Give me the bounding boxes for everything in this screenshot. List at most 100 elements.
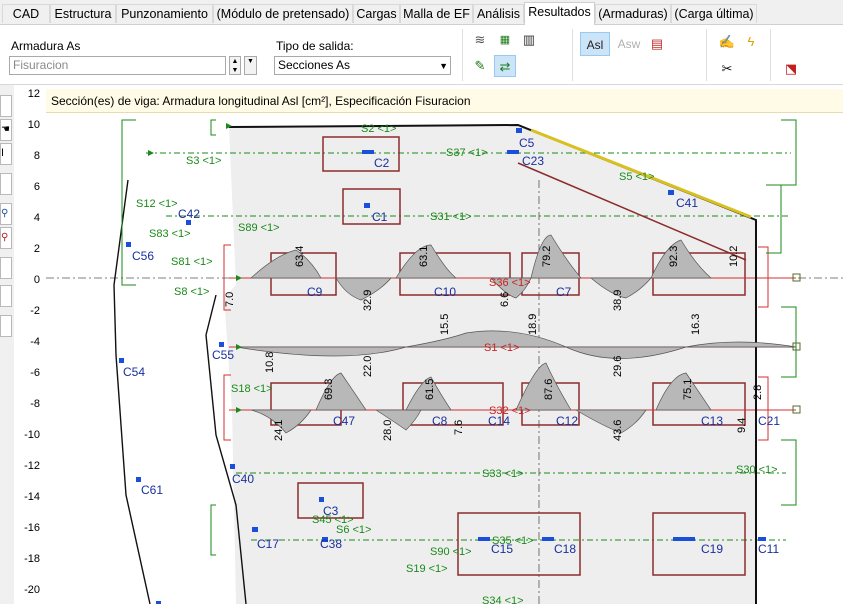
- svg-text:S35 <1>: S35 <1>: [492, 535, 534, 547]
- y-tick-label: -14: [24, 491, 40, 503]
- zoom-icon[interactable]: ⚲: [0, 203, 12, 225]
- ribbon: Armadura As Fisuracion ▲▼ ▼ Tipo de sali…: [0, 25, 843, 85]
- svg-text:29.6: 29.6: [612, 356, 624, 377]
- svg-text:C42: C42: [178, 207, 200, 221]
- svg-text:C8: C8: [432, 414, 448, 428]
- svg-text:16.3: 16.3: [690, 314, 702, 335]
- svg-text:C2: C2: [374, 156, 390, 170]
- svg-text:C7: C7: [556, 285, 572, 299]
- svg-text:2.8: 2.8: [752, 385, 764, 400]
- svg-text:S34 <1>: S34 <1>: [482, 595, 524, 604]
- svg-text:61.5: 61.5: [424, 379, 436, 400]
- svg-text:C38: C38: [320, 537, 342, 551]
- reinforcement-bars-icon[interactable]: ▤: [650, 36, 664, 51]
- dropdown-arrow-button[interactable]: ▼: [244, 56, 257, 75]
- tab-análisis[interactable]: Análisis: [473, 4, 524, 23]
- edit-document-icon[interactable]: ✍: [718, 34, 736, 49]
- chevron-down-icon: ▼: [439, 61, 448, 71]
- armadura-input[interactable]: Fisuracion: [9, 56, 226, 75]
- svg-text:6.6: 6.6: [499, 292, 511, 307]
- svg-text:15.5: 15.5: [439, 314, 451, 335]
- y-tick-label: -18: [24, 553, 40, 565]
- svg-text:C11: C11: [758, 542, 779, 556]
- tool-button[interactable]: [0, 285, 12, 307]
- svg-text:S33 <1>: S33 <1>: [482, 468, 524, 480]
- svg-text:S19 <1>: S19 <1>: [406, 563, 448, 575]
- zoom-out-icon[interactable]: ⚲: [0, 227, 12, 249]
- tool-button[interactable]: [0, 173, 12, 195]
- svg-text:S83 <1>: S83 <1>: [149, 228, 191, 240]
- svg-text:S90 <1>: S90 <1>: [430, 546, 472, 558]
- svg-text:C14: C14: [488, 414, 510, 428]
- svg-text:C61: C61: [141, 483, 163, 497]
- svg-text:92.3: 92.3: [668, 246, 680, 267]
- svg-text:S6 <1>: S6 <1>: [336, 524, 371, 536]
- svg-text:24.1: 24.1: [273, 420, 285, 441]
- divider: [462, 29, 463, 81]
- svg-text:S45 <1>: S45 <1>: [312, 514, 354, 526]
- svg-text:S89 <1>: S89 <1>: [238, 222, 280, 234]
- y-tick-label: 4: [33, 212, 40, 224]
- y-tick-label: 0: [33, 274, 40, 286]
- asw-button[interactable]: Asw: [614, 32, 644, 56]
- hand-icon[interactable]: ☚: [0, 119, 12, 141]
- svg-text:C15: C15: [491, 542, 513, 556]
- scissors-icon[interactable]: ✂: [721, 61, 733, 76]
- results-canvas[interactable]: S2 <1> S3 <1> S37 <1> S5 <1> S12 <1> S31…: [46, 85, 843, 604]
- svg-text:S32 <1>: S32 <1>: [489, 405, 531, 417]
- tab-resultados[interactable]: Resultados: [524, 2, 595, 25]
- tab-carga-última[interactable]: (Carga última): [671, 4, 757, 23]
- svg-text:63.4: 63.4: [294, 246, 306, 267]
- tool-button[interactable]: [0, 257, 12, 279]
- y-tick-label: 6: [33, 181, 40, 193]
- tool-button[interactable]: [0, 95, 12, 117]
- svg-text:S36 <1>: S36 <1>: [489, 277, 531, 289]
- y-tick-label: -12: [24, 460, 40, 472]
- svg-text:C54: C54: [123, 365, 145, 379]
- salida-label: Tipo de salida:: [276, 39, 354, 53]
- tab-punzonamiento[interactable]: Punzonamiento: [116, 4, 213, 23]
- tab-cargas[interactable]: Cargas: [353, 4, 400, 23]
- svg-text:C47: C47: [333, 414, 355, 428]
- y-tick-label: -4: [30, 336, 40, 348]
- svg-text:10.8: 10.8: [264, 352, 276, 373]
- export-icon[interactable]: ⬔: [784, 61, 798, 76]
- svg-text:18.9: 18.9: [527, 314, 539, 335]
- salida-select[interactable]: Secciones As ▼: [274, 56, 451, 75]
- left-toolbar: ☚ Ⅰ ⚲ ⚲: [0, 85, 14, 604]
- svg-text:C10: C10: [434, 285, 456, 299]
- section-pen-icon[interactable]: ✎: [474, 58, 486, 73]
- svg-text:C40: C40: [232, 472, 254, 486]
- tab-cad[interactable]: CAD: [2, 4, 50, 23]
- lightning-icon[interactable]: ϟ: [747, 34, 755, 49]
- divider: [770, 29, 771, 81]
- svg-text:22.0: 22.0: [362, 356, 374, 377]
- tab-estructura[interactable]: Estructura: [50, 4, 116, 23]
- table-grid-icon[interactable]: ▦: [499, 34, 511, 46]
- divider: [572, 29, 573, 81]
- columns-icon[interactable]: ▥: [522, 32, 536, 47]
- svg-text:S1 <1>: S1 <1>: [484, 342, 519, 354]
- text-cursor-icon[interactable]: Ⅰ: [0, 143, 12, 165]
- shading-icon[interactable]: ≋: [474, 32, 486, 47]
- svg-text:S81 <1>: S81 <1>: [171, 256, 213, 268]
- svg-text:43.6: 43.6: [612, 420, 624, 441]
- tab-armaduras[interactable]: (Armaduras): [595, 4, 671, 23]
- asw-label: Asw: [617, 37, 641, 51]
- svg-text:C56: C56: [132, 249, 154, 263]
- svg-text:S31 <1>: S31 <1>: [430, 211, 472, 223]
- svg-text:75.1: 75.1: [682, 379, 694, 400]
- plan-drawing[interactable]: S2 <1> S3 <1> S37 <1> S5 <1> S12 <1> S31…: [46, 85, 843, 604]
- asl-button[interactable]: Asl: [580, 32, 610, 56]
- svg-text:32.9: 32.9: [362, 290, 374, 311]
- spin-up-down-button[interactable]: ▲▼: [229, 56, 241, 75]
- svg-text:C9: C9: [307, 285, 323, 299]
- tool-button[interactable]: [0, 315, 12, 337]
- svg-text:87.6: 87.6: [543, 379, 555, 400]
- tab-malla-de-ef[interactable]: Malla de EF: [400, 4, 473, 23]
- svg-text:S30 <1>: S30 <1>: [736, 464, 778, 476]
- beam-section-icon[interactable]: ⇄: [494, 55, 516, 77]
- tab-módulo-de-pretensado[interactable]: (Módulo de pretensado): [213, 4, 353, 23]
